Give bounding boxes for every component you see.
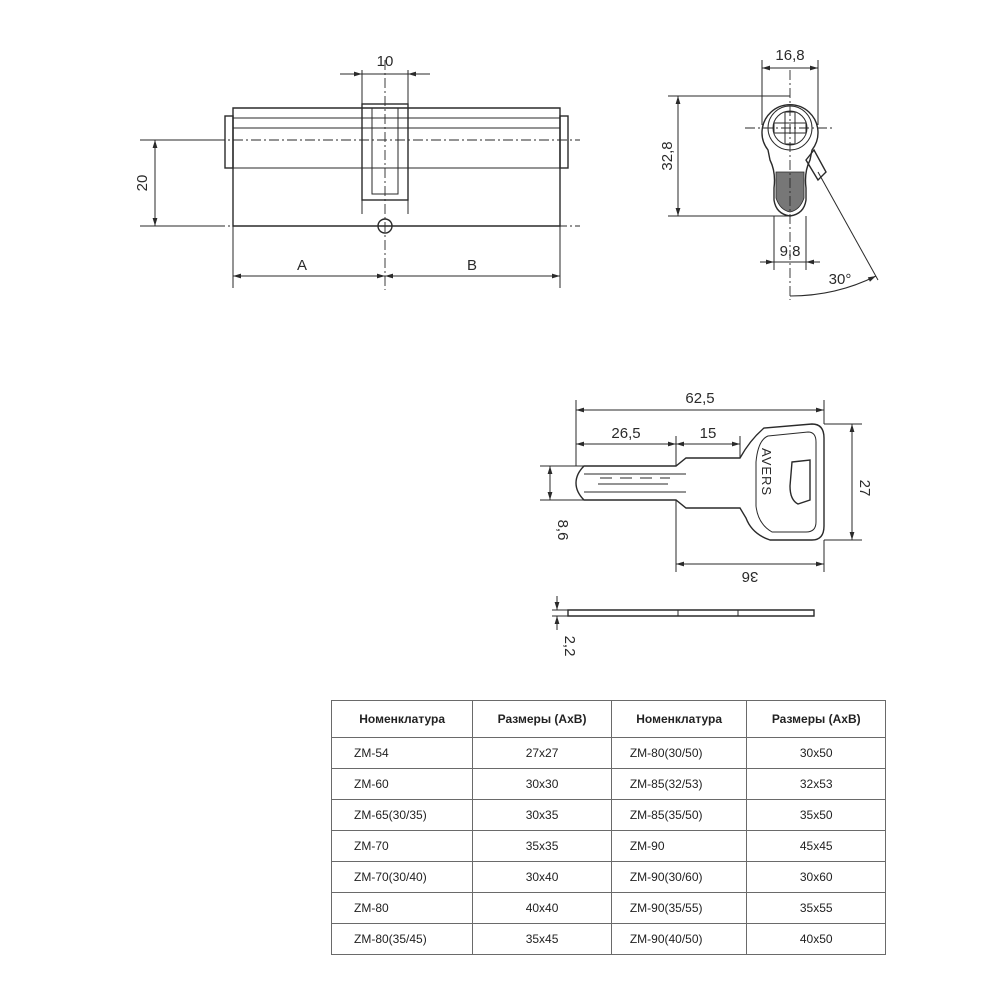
table-row: ZM-65(30/35) 30x35 ZM-85(35/50) 35x50 [330, 799, 886, 831]
table-cell: 40x40 [472, 892, 612, 924]
table-header: Номенклатура [610, 700, 748, 738]
key-side-profile [567, 609, 815, 617]
table-row: ZM-70 35x35 ZM-90 45x45 [330, 830, 886, 862]
size-table: Номенклатура Размеры (AxB) Номенклатура … [330, 700, 886, 955]
dim-key-total-label: 62,5 [685, 390, 714, 407]
table-cell: ZM-70(30/40) [330, 861, 474, 893]
table-header: Размеры (AxB) [472, 700, 612, 738]
table-cell: ZM-90(30/60) [610, 861, 748, 893]
table-cell: 30x30 [472, 768, 612, 800]
table-cell: ZM-85(35/50) [610, 799, 748, 831]
table-cell: ZM-65(30/35) [330, 799, 474, 831]
dim-side-cam-label: 9,8 [780, 243, 801, 260]
key-blade [575, 423, 825, 541]
key-view: AVERS 62,5 26,5 15 27 8,6 36 [540, 390, 873, 656]
table-cell: 27x27 [472, 737, 612, 769]
table-cell: ZM-90 [610, 830, 748, 862]
cylinder-profile [761, 104, 819, 217]
table-cell: ZM-90(40/50) [610, 923, 748, 955]
table-cell: 45x45 [746, 830, 886, 862]
table-cell: 35x55 [746, 892, 886, 924]
dim-key-thickness-label: 2,2 [561, 636, 578, 657]
table-cell: 30x40 [472, 861, 612, 893]
table-cell: 32x53 [746, 768, 886, 800]
table-cell: ZM-90(35/55) [610, 892, 748, 924]
dim-key-head-height-label: 27 [856, 480, 873, 497]
table-header: Номенклатура [330, 700, 474, 738]
dim-key-mid-label: 15 [700, 425, 717, 442]
table-cell: 30x50 [746, 737, 886, 769]
key-brand-label: AVERS [759, 448, 774, 496]
dim-angle-label: 30° [829, 271, 852, 288]
table-cell: ZM-80(35/45) [330, 923, 474, 955]
dim-height-label: 20 [134, 175, 151, 192]
dim-a-label: A [297, 257, 307, 274]
dim-key-tip-label: 26,5 [611, 425, 640, 442]
table-cell: ZM-60 [330, 768, 474, 800]
table-row: ZM-70(30/40) 30x40 ZM-90(30/60) 30x60 [330, 861, 886, 893]
table-cell: ZM-70 [330, 830, 474, 862]
table-cell: ZM-85(32/53) [610, 768, 748, 800]
table-cell: 35x50 [746, 799, 886, 831]
table-row: ZM-80 40x40 ZM-90(35/55) 35x55 [330, 892, 886, 924]
dim-b-label: B [467, 257, 477, 274]
table-cell: 30x60 [746, 861, 886, 893]
cylinder-end-cap-left [224, 115, 234, 169]
table-cell: 40x50 [746, 923, 886, 955]
dim-side-height-label: 32,8 [659, 141, 676, 170]
table-row: ZM-54 27x27 ZM-80(30/50) 30x50 [330, 737, 886, 769]
dim-side-width-label: 16,8 [775, 47, 804, 64]
table-cell: ZM-80(30/50) [610, 737, 748, 769]
table-cell: 35x45 [472, 923, 612, 955]
table-cell: ZM-54 [330, 737, 474, 769]
table-cell: 35x35 [472, 830, 612, 862]
table-row: ZM-80(35/45) 35x45 ZM-90(40/50) 40x50 [330, 923, 886, 955]
dim-cam-width-label: 10 [377, 53, 394, 70]
cylinder-front-view: 10 20 A B [134, 53, 580, 290]
table-row: ZM-60 30x30 ZM-85(32/53) 32x53 [330, 768, 886, 800]
cylinder-body-outline [232, 107, 561, 227]
cylinder-side-view: 16,8 32,8 9,8 30° [659, 47, 879, 300]
table-header-row: Номенклатура Размеры (AxB) Номенклатура … [330, 700, 886, 738]
table-cell: ZM-80 [330, 892, 474, 924]
dim-key-head-length-label: 36 [742, 568, 759, 585]
cylinder-end-cap-right [559, 115, 569, 169]
dim-key-blade-height-label: 8,6 [554, 520, 571, 541]
table-cell: 30x35 [472, 799, 612, 831]
table-header: Размеры (AxB) [746, 700, 886, 738]
